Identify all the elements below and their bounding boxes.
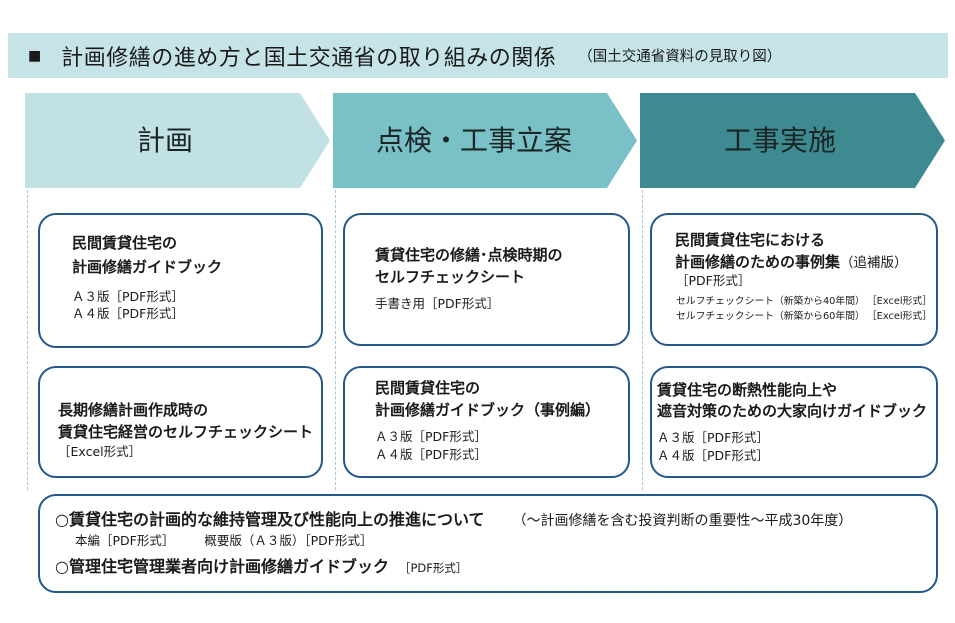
a3-pdf-link[interactable]: Ａ３版［PDF形式］ [72,288,184,304]
stage-arrow-inspection-planning [333,93,637,188]
doc-links: Ａ３版［PDF形式］ Ａ４版［PDF形式］ [657,429,769,465]
doc-box-inspection-self-check: 賃貸住宅の修繕･点検時期の セルフチェックシート 手書き用［PDF形式］ [343,213,630,346]
stage-arrow-construction [640,93,945,188]
doc-title: 賃貸住宅の修繕･点検時期の セルフチェックシート [375,244,563,288]
handwritten-pdf-link[interactable]: 手書き用［PDF形式］ [375,295,500,311]
column-guide-line [27,190,28,490]
doc-title: 民間賃貸住宅の 計画修繕ガイドブック [72,231,222,279]
doc-box-case-guidebook: 民間賃貸住宅の 計画修繕ガイドブック（事例編） Ａ３版［PDF形式］ Ａ４版［P… [343,366,630,478]
related-item-title: ○賃貸住宅の計画的な維持管理及び性能向上の推進について [55,510,485,529]
a3-pdf-link[interactable]: Ａ３版［PDF形式］ [375,429,487,444]
doc-links: ［Excel形式］ [58,443,141,460]
doc-title-line: 計画修繕のための事例集（追補版） [675,251,908,274]
doc-title: 民間賃貸住宅における 計画修繕のための事例集（追補版） [675,229,908,274]
doc-box-case-collection: 民間賃貸住宅における 計画修繕のための事例集（追補版） ［PDF形式］ セルフチ… [650,213,938,346]
column-guide-line [642,190,643,490]
self-check-sheet-row: セルフチェックシート（新築から60年間） ［Excel形式］ [676,309,932,324]
square-bullet-icon: ■ [28,47,42,64]
stage-label-construction: 工事実施 [723,124,836,157]
self-check-sheet-row: セルフチェックシート（新築から40年間） ［Excel形式］ [676,294,932,309]
excel-link[interactable]: ［Excel形式］ [866,310,932,322]
excel-link[interactable]: ［Excel形式］ [866,295,932,307]
a4-pdf-link[interactable]: Ａ４版［PDF形式］ [72,305,184,321]
main-report-pdf-link[interactable]: 本編［PDF形式］ [75,532,175,548]
a4-pdf-link[interactable]: Ａ４版［PDF形式］ [657,448,769,463]
self-check-sheet-label: セルフチェックシート（新築から40年間） [676,295,865,307]
doc-title-line: 計画修繕ガイドブック [72,258,223,276]
doc-title-line: 賃貸住宅経営のセルフチェックシート [58,423,314,441]
stage-arrow-plan [25,93,330,188]
doc-links: Ａ３版［PDF形式］ Ａ４版［PDF形式］ [72,288,184,322]
doc-links: Ａ３版［PDF形式］ Ａ４版［PDF形式］ [375,428,487,464]
summary-a3-pdf-link[interactable]: 概要版（Ａ３版）［PDF形式］ [204,532,373,548]
doc-title-line: 計画修繕ガイドブック（事例編） [375,401,601,419]
doc-title-line: 長期修繕計画作成時の [58,401,209,419]
doc-links: ［PDF形式］ [676,272,750,289]
a3-pdf-link[interactable]: Ａ３版［PDF形式］ [657,430,769,445]
doc-links: 手書き用［PDF形式］ [375,295,499,312]
column-guide-line [335,190,336,490]
pdf-link[interactable]: ［PDF形式］ [676,272,751,288]
doc-title-line: 遮音対策のための大家向けガイドブック [657,401,928,420]
doc-title-line: 賃貸住宅の断熱性能向上や [657,380,838,399]
header-bar: ■ 計画修繕の進め方と国土交通省の取り組みの関係 （国土交通省資料の見取り図） [8,33,948,78]
doc-title-text: 計画修繕のための事例集 [675,253,841,271]
a4-pdf-link[interactable]: Ａ４版［PDF形式］ [375,447,487,462]
related-item-title: ○管理住宅管理業者向け計画修繕ガイドブック [55,557,389,576]
doc-title: 賃貸住宅の断熱性能向上や 遮音対策のための大家向けガイドブック [657,380,927,422]
doc-title-line: 民間賃貸住宅の [72,234,178,252]
self-check-sheet-label: セルフチェックシート（新築から60年間） [676,310,865,322]
doc-box-plan-guidebook: 民間賃貸住宅の 計画修繕ガイドブック Ａ３版［PDF形式］ Ａ４版［PDF形式］ [38,213,323,348]
stage-label-plan: 計画 [136,124,193,157]
related-item: ○賃貸住宅の計画的な維持管理及び性能向上の推進について （～計画修繕を含む投資判断… [55,509,852,532]
excel-link[interactable]: ［Excel形式］ [58,443,142,459]
page-title: 計画修繕の進め方と国土交通省の取り組みの関係 [61,45,557,71]
doc-title-line: セルフチェックシート [375,268,526,286]
page-subtitle: （国土交通省資料の見取り図） [578,49,782,65]
doc-title-note: （追補版） [840,255,908,271]
doc-title-line: 賃貸住宅の修繕･点検時期の [375,246,563,264]
related-docs-box: ○賃貸住宅の計画的な維持管理及び性能向上の推進について （～計画修繕を含む投資判断… [38,494,938,593]
doc-title-line: 民間賃貸住宅における [675,231,826,249]
doc-title-line: 民間賃貸住宅の [375,379,481,397]
doc-box-long-term-self-check: 長期修繕計画作成時の 賃貸住宅経営のセルフチェックシート ［Excel形式］ [38,366,323,478]
doc-title: 民間賃貸住宅の 計画修繕ガイドブック（事例編） [375,377,600,421]
doc-title: 長期修繕計画作成時の 賃貸住宅経営のセルフチェックシート [58,399,313,443]
pdf-link[interactable]: ［PDF形式］ [398,561,468,575]
doc-box-insulation-guidebook: 賃貸住宅の断熱性能向上や 遮音対策のための大家向けガイドブック Ａ３版［PDF形… [650,366,938,478]
self-check-sheet-list: セルフチェックシート（新築から40年間） ［Excel形式］ セルフチェックシー… [676,294,932,324]
related-item-note: （～計画修繕を含む投資判断の重要性～平成30年度） [512,513,853,529]
stage-arrows [25,93,945,188]
related-item-links: 本編［PDF形式］ 概要版（Ａ３版）［PDF形式］ [75,532,372,549]
stage-label-inspection-planning: 点検・工事立案 [375,124,572,157]
related-item: ○管理住宅管理業者向け計画修繕ガイドブック ［PDF形式］ [55,556,467,579]
